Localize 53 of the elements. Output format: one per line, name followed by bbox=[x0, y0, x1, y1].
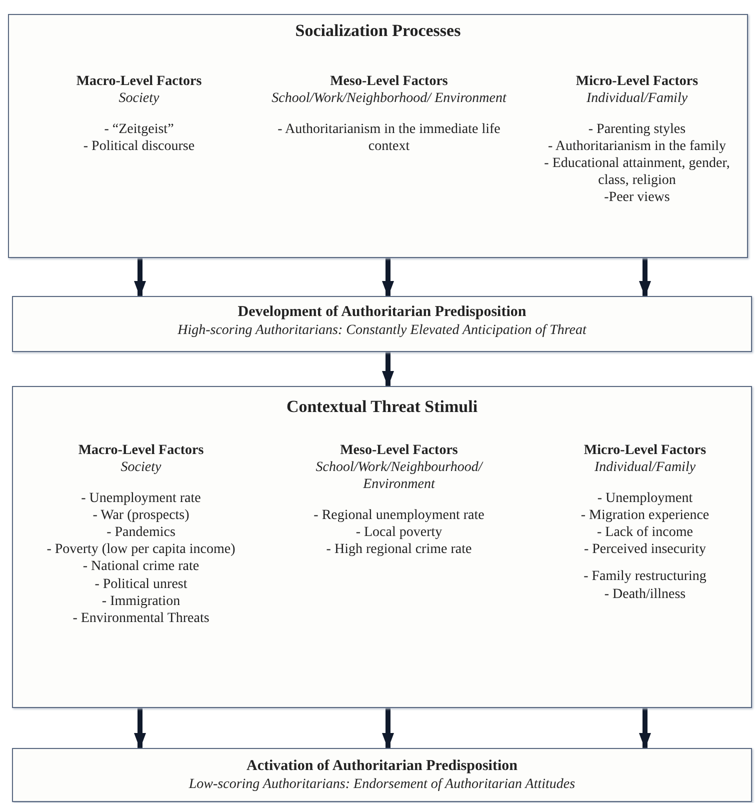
factor-item: - Migration experience bbox=[580, 507, 710, 524]
factor-item: - Unemployment bbox=[596, 490, 694, 508]
factor-item: - Death/illness bbox=[603, 586, 687, 603]
level-subtitle: Society bbox=[120, 459, 162, 476]
factor-item: - Poverty (low per capita income) bbox=[46, 541, 236, 558]
factor-item: - Environmental Threats bbox=[72, 610, 210, 627]
arrow bbox=[639, 258, 651, 297]
factor-item: -Peer views bbox=[603, 189, 671, 207]
level-subtitle: Individual/Family bbox=[585, 90, 689, 108]
level-subtitle: Society bbox=[118, 90, 160, 108]
factor-item: - War (prospects) bbox=[92, 507, 190, 524]
factor-item: - Authoritarianism in the immediate life context bbox=[276, 121, 502, 156]
arrow bbox=[382, 258, 394, 297]
level-subtitle: School/Work/Neighbourhood/ Environment bbox=[314, 459, 484, 494]
process-box bbox=[8, 14, 748, 258]
process-box bbox=[12, 296, 752, 352]
level-heading: Macro-Level Factors bbox=[77, 442, 205, 460]
process-box bbox=[12, 748, 752, 802]
level-heading: Micro-Level Factors bbox=[582, 442, 708, 460]
box-heading: Development of Authoritarian Predisposition bbox=[236, 303, 528, 321]
box-heading: Contextual Threat Stimuli bbox=[285, 397, 479, 418]
factor-item: - Immigration bbox=[100, 592, 182, 610]
factor-item: - Lack of income bbox=[596, 524, 694, 542]
factor-item: - Political unrest bbox=[94, 576, 188, 593]
factor-item: - Pandemics bbox=[106, 524, 176, 542]
box-heading: Activation of Authoritarian Predisposition bbox=[246, 757, 518, 775]
process-box bbox=[12, 386, 752, 708]
level-heading: Micro-Level Factors bbox=[574, 73, 700, 90]
factor-item: - High regional crime rate bbox=[325, 541, 473, 558]
factor-item: - Family restructuring bbox=[582, 568, 708, 586]
arrow bbox=[134, 258, 146, 297]
factor-item: - National crime rate bbox=[82, 558, 200, 576]
arrow bbox=[134, 708, 146, 749]
factor-item: - Educational attainment, gender, class, religion bbox=[543, 155, 731, 190]
factor-item: - “Zeitgeist” bbox=[103, 121, 175, 138]
arrow bbox=[639, 708, 651, 749]
factor-item: - Local poverty bbox=[354, 524, 444, 542]
box-subtitle: Low-scoring Authoritarians: Endorsement of Authoritarian Attitudes bbox=[188, 777, 576, 794]
factor-item: - Parenting styles bbox=[587, 121, 687, 138]
level-heading: Meso-Level Factors bbox=[339, 442, 459, 460]
level-subtitle: Individual/Family bbox=[593, 459, 697, 476]
factor-item: - Perceived insecurity bbox=[582, 541, 708, 558]
box-heading: Socialization Processes bbox=[294, 21, 462, 42]
factor-item: - Unemployment rate bbox=[80, 490, 202, 508]
factor-item: - Political discourse bbox=[82, 138, 196, 156]
factor-item: - Regional unemployment rate bbox=[312, 507, 486, 524]
arrow bbox=[382, 352, 394, 387]
box-subtitle: High-scoring Authoritarians: Constantly Elevated Anticipation of Threat bbox=[176, 323, 588, 340]
factor-item: - Authoritarianism in the family bbox=[546, 138, 728, 156]
arrow bbox=[382, 708, 394, 749]
level-subtitle: School/Work/Neighborhood/ Environment bbox=[270, 90, 508, 108]
level-heading: Macro-Level Factors bbox=[75, 73, 203, 90]
level-heading: Meso-Level Factors bbox=[329, 73, 449, 90]
